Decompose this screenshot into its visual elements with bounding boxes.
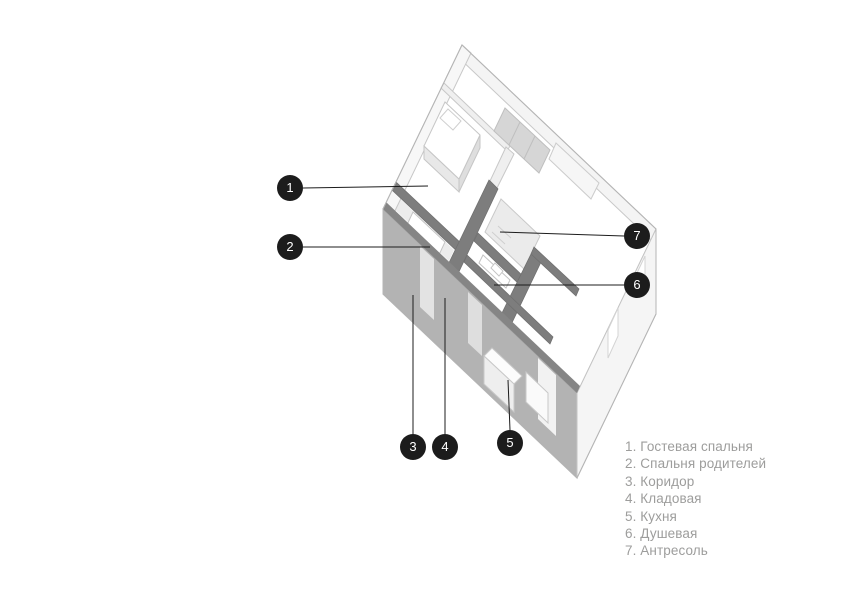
wardrobe [493, 107, 600, 200]
building-outline [382, 44, 657, 479]
callout-badge-3: 3 [400, 434, 426, 460]
leader-line-5 [507, 379, 511, 431]
closet-panel [548, 142, 600, 200]
bed-guest-room [423, 101, 481, 194]
leader-line-7 [499, 231, 625, 237]
callout-badge-7: 7 [624, 223, 650, 249]
legend-item-1: 1. Гостевая спальня [625, 439, 753, 454]
callout-badge-6: 6 [624, 272, 650, 298]
callout-badge-2: 2 [277, 234, 303, 260]
pillow [439, 108, 462, 131]
callout-badge-5: 5 [497, 430, 523, 456]
legend-item-4: 4. Кладовая [625, 491, 702, 507]
legend-item-2: 2. Спальня родителей [625, 456, 767, 472]
front-wall-cut-top [383, 202, 580, 393]
window-opening [607, 307, 619, 359]
cut-walls [391, 179, 580, 345]
legend-item-7: 7. Антресоль [625, 543, 708, 559]
legend-item-6: 6. Душевая [625, 526, 698, 542]
leader-line-1 [302, 185, 429, 189]
callout-badge-1: 1 [277, 175, 303, 201]
fridge [525, 370, 549, 425]
kitchen-units [483, 347, 549, 425]
door-opening [468, 292, 482, 356]
legend-item-5: 5. Кухня [625, 508, 677, 524]
legend-item-3: 3. Коридор [625, 473, 695, 489]
shower-tray [478, 254, 511, 289]
sink [490, 262, 504, 277]
callout-badge-4: 4 [432, 434, 458, 460]
legend: 1. Гостевая спальня 2. Спальня родителей… [625, 438, 766, 560]
door-opening [420, 246, 434, 320]
leader-lines [302, 185, 625, 434]
